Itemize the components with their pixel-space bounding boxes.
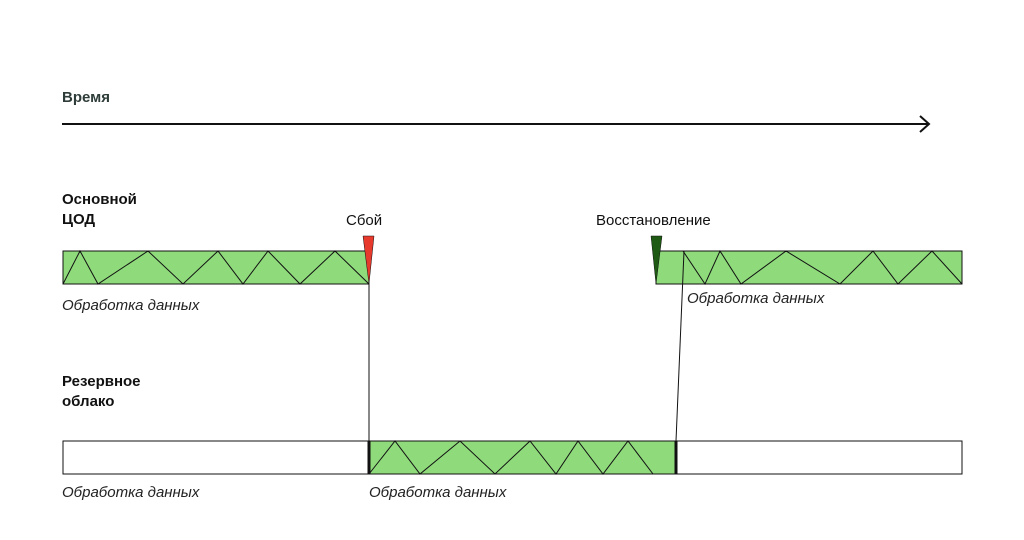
recovery-marker-icon <box>650 235 663 285</box>
primary-caption-after: Обработка данных <box>687 290 825 307</box>
primary-zigzag-after <box>682 249 963 286</box>
backup-caption-active: Обработка данных <box>369 484 507 501</box>
backup-lane-title: Резервное облако <box>62 372 141 412</box>
recovery-event-label: Восстановление <box>596 212 711 229</box>
primary-title-line1: Основной <box>62 191 137 208</box>
backup-title-line1: Резервное <box>62 373 141 390</box>
backup-caption-idle: Обработка данных <box>62 484 200 501</box>
backup-zigzag <box>368 440 654 475</box>
primary-active-segment-before <box>62 250 370 285</box>
failback-connector <box>675 250 685 442</box>
time-axis-arrowhead <box>919 115 931 133</box>
primary-title-line2: ЦОД <box>62 211 96 228</box>
primary-caption-before: Обработка данных <box>62 297 200 314</box>
primary-lane-title: Основной ЦОД <box>62 190 137 230</box>
backup-active-segment <box>368 440 677 475</box>
failure-marker-icon <box>362 235 375 285</box>
time-axis-label: Время <box>62 89 110 106</box>
backup-title-line2: облако <box>62 393 115 410</box>
primary-zigzag-before <box>62 249 370 285</box>
failure-event-label: Сбой <box>346 212 383 229</box>
